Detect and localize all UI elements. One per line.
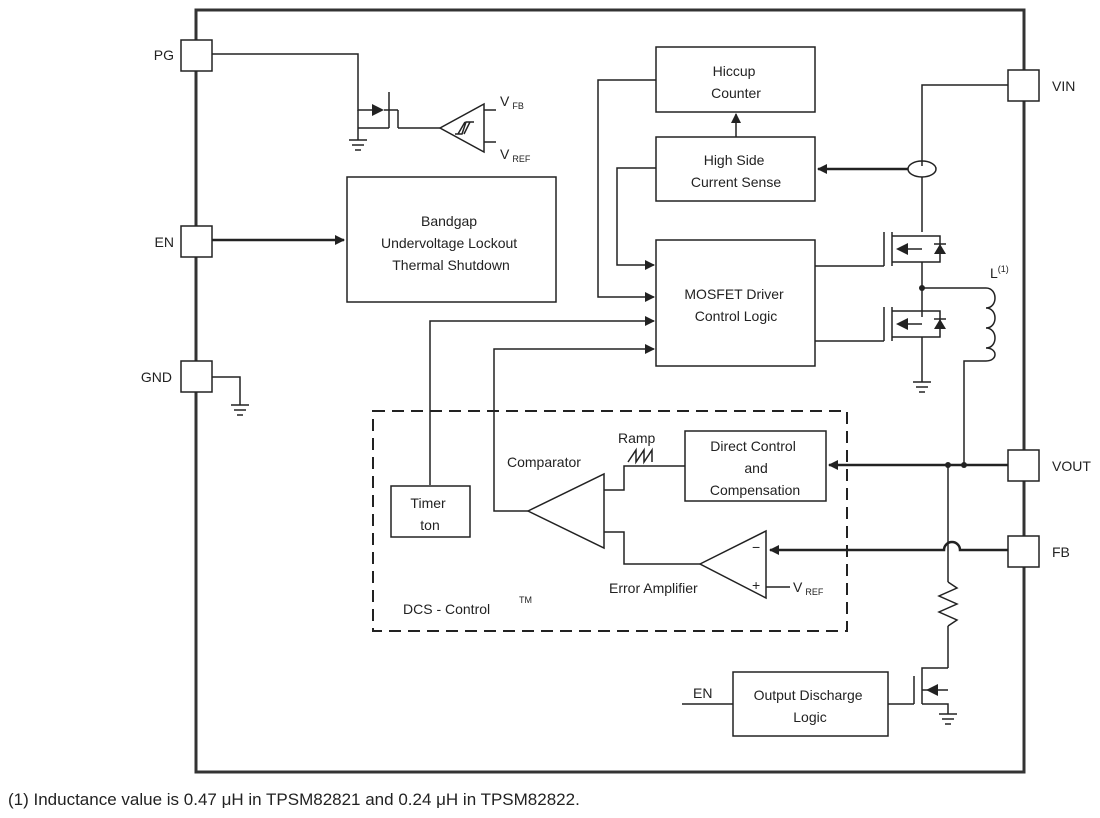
ground-icon [231,404,249,416]
pin-vout-label: VOUT [1052,458,1091,474]
block-diagram: PG EN GND VIN VOUT FB [141,8,1091,774]
output-discharge-label: Output Discharge Logic [754,687,867,725]
ground-icon [939,713,957,725]
high-side-current-sense-block [655,136,816,202]
low-side-nmos-transistor-icon [815,307,946,342]
inductor-label: L(1) [990,264,1009,281]
output-discharge-block [732,671,889,737]
ground-icon [913,381,931,393]
discharge-nmos-transistor-icon [888,676,949,714]
resistor-icon [937,581,959,627]
comparator-label: Comparator [507,454,581,470]
hiccup-counter-block [655,46,816,113]
high-side-nmos-transistor-icon [815,232,946,267]
footnote: (1) Inductance value is 0.47 μH in TPSM8… [8,790,580,809]
mosfet-driver-block [655,239,816,367]
pin-en-label: EN [155,234,174,250]
pin-fb: FB [1007,535,1070,568]
pin-gnd-label: GND [141,369,172,385]
dcs-control-label: DCS - Control [403,601,490,617]
ramp-icon [627,447,653,465]
pin-pg: PG [154,39,213,72]
bandgap-block [346,176,557,303]
pin-en: EN [155,225,213,258]
pin-pg-label: PG [154,47,174,63]
high-side-current-sense-label: High Side Current Sense [691,152,781,190]
ground-icon [349,128,367,151]
pin-vin: VIN [1007,69,1075,102]
direct-control-block [684,430,827,502]
schmitt-comparator-icon [438,102,496,154]
pin-vout: VOUT [1007,449,1091,482]
plus-sign: + [752,577,760,593]
mosfet-driver-label: MOSFET Driver Control Logic [684,286,787,324]
pin-vin-label: VIN [1052,78,1075,94]
direct-control-label: Direct Control and Compensation [710,438,800,498]
hiccup-counter-label: Hiccup Counter [711,63,761,101]
minus-sign: − [752,539,760,555]
package-boundary [194,8,1026,774]
nmos-transistor-icon [357,92,440,129]
discharge-en-label: EN [693,685,712,701]
pin-fb-label: FB [1052,544,1070,560]
comparator-icon [526,472,605,550]
tm-mark: TM [519,595,532,605]
pin-gnd: GND [141,360,213,393]
dcs-control-region [372,410,848,632]
error-amplifier-icon [698,529,767,600]
ramp-label: Ramp [618,430,656,446]
timer-label: Timer ton [410,495,449,533]
bandgap-label: Bandgap Undervoltage Lockout Thermal Shu… [381,213,521,273]
timer-block [390,485,471,538]
error-amplifier-label: Error Amplifier [609,580,698,596]
inductor-icon [985,287,996,362]
